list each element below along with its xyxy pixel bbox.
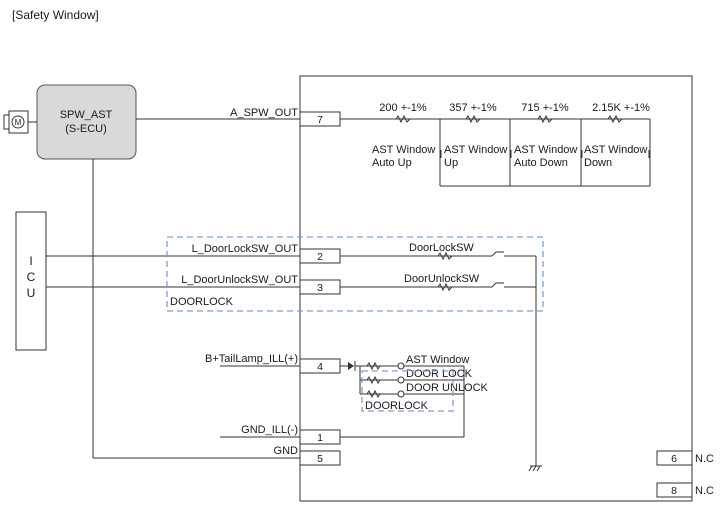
illumination-circuit (340, 361, 465, 438)
pin-2: 2 (299, 248, 341, 264)
resistor-value-1: 200 +-1% (379, 102, 427, 114)
ecu-module: SPW_AST (S-ECU) (36, 84, 137, 160)
icu-module: I C U (15, 211, 47, 351)
door-unlock-switch-label: DoorUnlockSW (404, 273, 480, 285)
svg-text:8: 8 (671, 485, 677, 497)
signal-l-doorlocksw-out: L_DoorLockSW_OUT (192, 243, 299, 255)
svg-text:5: 5 (317, 453, 323, 465)
pin-3: 3 (299, 279, 341, 295)
signal-nc-8: N.C (695, 485, 714, 497)
switch-housing (299, 75, 693, 502)
svg-text:2: 2 (317, 251, 323, 263)
switch-auto-up-line2: Auto Up (372, 157, 412, 169)
door-switch-circuit (340, 251, 542, 472)
switch-up-line1: AST Window (444, 144, 507, 156)
svg-text:3: 3 (317, 282, 323, 294)
signal-gnd: GND (274, 445, 299, 457)
pin-7: 7 (299, 111, 341, 127)
ill-doorlock-group-label: DOORLOCK (365, 400, 429, 412)
doorlock-group-box (166, 236, 544, 312)
signal-gnd-ill: GND_ILL(-) (241, 424, 298, 436)
svg-text:7: 7 (317, 114, 323, 126)
ecu-subtitle: (S-ECU) (65, 123, 107, 135)
ill-doorlock-group-box (361, 370, 454, 412)
motor-icon: M (3, 110, 37, 134)
resistor-ladder (343, 114, 651, 187)
resistor-value-3: 715 +-1% (521, 102, 569, 114)
pin-6: 6 (656, 450, 693, 466)
signal-nc-6: N.C (695, 453, 714, 465)
diagram-title: [Safety Window] (12, 8, 99, 22)
signal-l-doorunlocksw-out: L_DoorUnlockSW_OUT (181, 274, 298, 286)
switch-down-line2: Down (584, 157, 612, 169)
doorlock-group-label: DOORLOCK (170, 296, 234, 308)
pin-5: 5 (299, 450, 341, 466)
ill-label-ast-window: AST Window (406, 354, 469, 366)
pin-1: 1 (299, 429, 341, 445)
switch-down-line1: AST Window (584, 144, 647, 156)
icu-letter-i: I (29, 254, 32, 268)
pin-4: 4 (299, 358, 341, 374)
switch-auto-down-line1: AST Window (514, 144, 577, 156)
svg-text:4: 4 (317, 361, 323, 373)
svg-text:1: 1 (317, 432, 323, 444)
ill-label-door-lock: DOOR LOCK (406, 368, 473, 380)
svg-text:M: M (15, 118, 22, 127)
svg-text:6: 6 (671, 453, 677, 465)
icu-letter-c: C (27, 270, 36, 284)
signal-a-spw-out: A_SPW_OUT (230, 107, 298, 119)
door-lock-switch-label: DoorLockSW (409, 242, 474, 254)
ill-label-door-unlock: DOOR UNLOCK (406, 382, 489, 394)
switch-auto-down-line2: Auto Down (514, 157, 568, 169)
switch-auto-up-line1: AST Window (372, 144, 435, 156)
resistor-value-4: 2.15K +-1% (592, 102, 650, 114)
pin-8: 8 (656, 482, 693, 498)
ecu-name: SPW_AST (60, 109, 113, 121)
signal-b-taillamp-ill: B+TailLamp_ILL(+) (205, 353, 298, 365)
resistor-value-2: 357 +-1% (449, 102, 497, 114)
switch-up-line2: Up (444, 157, 458, 169)
icu-letter-u: U (27, 286, 36, 300)
